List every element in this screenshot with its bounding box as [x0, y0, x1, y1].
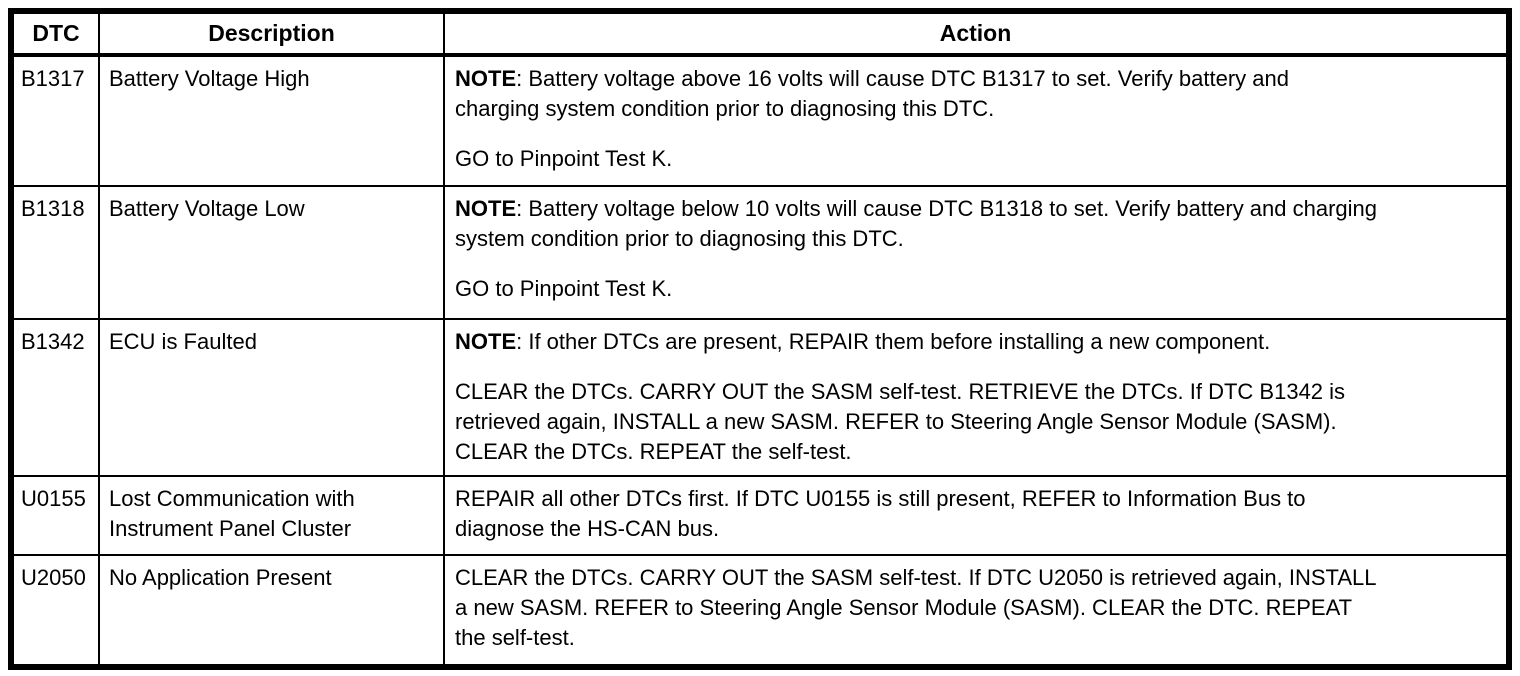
table-row: B1317 Battery Voltage High NOTE: Battery v…: [10, 54, 1510, 187]
action-cell: NOTE: Battery voltage above 16 volts wil…: [443, 54, 1510, 187]
text-line: Battery Voltage High: [109, 66, 310, 91]
text-line: Instrument Panel Cluster: [109, 516, 352, 541]
text-line: No Application Present: [109, 565, 332, 590]
dtc-code-cell: U2050: [10, 554, 100, 668]
header-cell-action: Action: [443, 10, 1510, 57]
action-paragraph: REPAIR all other DTCs first. If DTC U015…: [455, 484, 1498, 544]
action-paragraph: NOTE: Battery voltage above 16 volts wil…: [455, 64, 1498, 124]
description-cell: ECU is Faulted: [98, 318, 445, 477]
action-paragraph: NOTE: Battery voltage below 10 volts wil…: [455, 194, 1498, 254]
dtc-table-header: DTC Description Action: [10, 10, 1510, 57]
header-cell-description: Description: [98, 10, 445, 57]
action-cell: REPAIR all other DTCs first. If DTC U015…: [443, 475, 1510, 556]
table-row: B1318 Battery Voltage Low NOTE: Battery vo…: [10, 185, 1510, 320]
action-cell: CLEAR the DTCs. CARRY OUT the SASM self-…: [443, 554, 1510, 668]
text-line: GO to Pinpoint Test K.: [455, 146, 673, 171]
text-line: system condition prior to diagnosing thi…: [455, 226, 904, 251]
text-line: retrieved again, INSTALL a new SASM. REF…: [455, 409, 1337, 434]
text-line: ECU is Faulted: [109, 329, 257, 354]
text-line: charging system condition prior to diagn…: [455, 96, 995, 121]
text-line: CLEAR the DTCs. CARRY OUT the SASM self-…: [455, 379, 1346, 404]
text-line: NOTE: Battery voltage below 10 volts wil…: [455, 196, 1378, 221]
action-paragraph: GO to Pinpoint Test K.: [455, 274, 1498, 304]
note-label: NOTE: [455, 66, 517, 91]
note-label: NOTE: [455, 196, 517, 221]
text-line: the self-test.: [455, 625, 575, 650]
text-line: GO to Pinpoint Test K.: [455, 276, 673, 301]
text-line: REPAIR all other DTCs first. If DTC U015…: [455, 486, 1306, 511]
action-cell: NOTE: Battery voltage below 10 volts wil…: [443, 185, 1510, 320]
text-line: Lost Communication with: [109, 486, 355, 511]
text-line: NOTE: If other DTCs are present, REPAIR …: [455, 329, 1271, 354]
action-paragraph: CLEAR the DTCs. CARRY OUT the SASM self-…: [455, 377, 1498, 467]
dtc-code-cell: U0155: [10, 475, 100, 556]
text-line: a new SASM. REFER to Steering Angle Sens…: [455, 595, 1353, 620]
text-line: Battery Voltage Low: [109, 196, 305, 221]
header-row: DTC Description Action: [10, 10, 1510, 57]
dtc-code-cell: B1342: [10, 318, 100, 477]
text-line: CLEAR the DTCs. CARRY OUT the SASM self-…: [455, 565, 1377, 590]
description-cell: Battery Voltage High: [98, 54, 445, 187]
header-cell-dtc: DTC: [10, 10, 100, 57]
dtc-code-cell: B1318: [10, 185, 100, 320]
text-line: NOTE: Battery voltage above 16 volts wil…: [455, 66, 1289, 91]
action-cell: NOTE: If other DTCs are present, REPAIR …: [443, 318, 1510, 477]
note-label: NOTE: [455, 329, 517, 354]
dtc-code-cell: B1317: [10, 54, 100, 187]
description-cell: Battery Voltage Low: [98, 185, 445, 320]
action-paragraph: GO to Pinpoint Test K.: [455, 144, 1498, 174]
table-row: B1342 ECU is Faulted NOTE: If other DTCs a…: [10, 318, 1510, 477]
text-line: diagnose the HS-CAN bus.: [455, 516, 720, 541]
action-paragraph: CLEAR the DTCs. CARRY OUT the SASM self-…: [455, 563, 1498, 653]
description-cell: No Application Present: [98, 554, 445, 668]
table-row: U2050 No Application Present CLEAR the DTC…: [10, 554, 1510, 668]
action-paragraph: NOTE: If other DTCs are present, REPAIR …: [455, 327, 1498, 357]
text-line: CLEAR the DTCs. REPEAT the self-test.: [455, 439, 852, 464]
